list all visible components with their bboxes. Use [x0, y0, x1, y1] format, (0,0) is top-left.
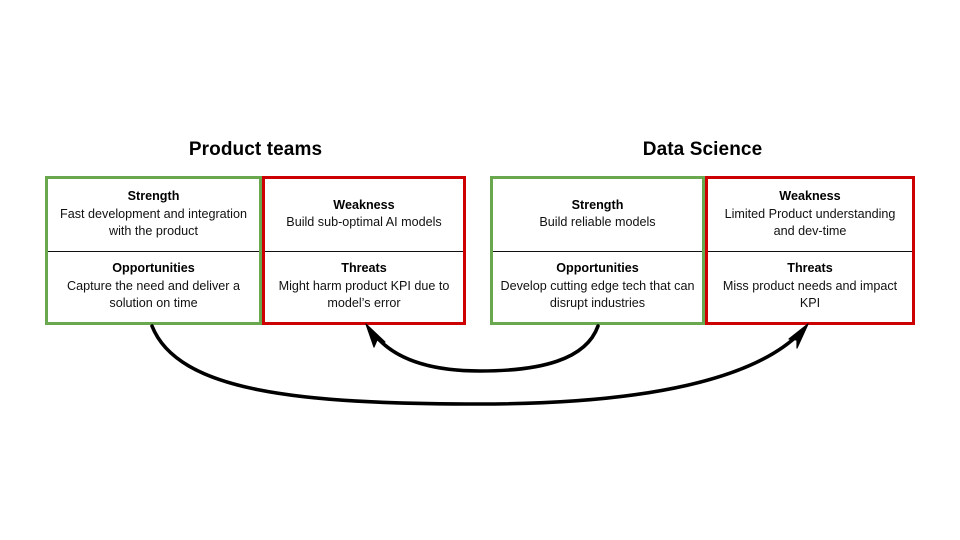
cell-heading: Opportunities [112, 261, 195, 275]
swot-cell-opportunities-datascience[interactable]: Opportunities Develop cutting edge tech … [493, 250, 702, 323]
cell-body: Capture the need and deliver a solution … [67, 278, 240, 311]
cell-heading: Weakness [333, 197, 395, 212]
cell-heading: Weakness [779, 189, 841, 203]
swot-cell-threats-product[interactable]: Threats Might harm product KPI due to mo… [265, 250, 463, 323]
swot-column-strengths-opportunities-product: Strength Fast development and integratio… [45, 176, 262, 325]
cell-body: Fast development and integration with th… [60, 206, 247, 239]
cell-heading: Threats [787, 261, 833, 275]
cell-body: Miss product needs and impact KPI [722, 278, 898, 311]
swot-column-weaknesses-threats-product: Weakness Build sub-optimal AI models Thr… [262, 176, 466, 325]
swot-column-strengths-opportunities-datascience: Strength Build reliable models Opportuni… [490, 176, 705, 325]
cell-heading: Threats [341, 261, 387, 275]
arrow-curve [372, 324, 600, 373]
arrowhead-icon [365, 323, 386, 348]
swot-cell-strength-datascience[interactable]: Strength Build reliable models [493, 179, 702, 251]
swot-cell-threats-datascience[interactable]: Threats Miss product needs and impact KP… [708, 250, 912, 323]
swot-cell-weakness-datascience[interactable]: Weakness Limited Product understanding a… [708, 179, 912, 251]
cell-body: Develop cutting edge tech that can disru… [500, 278, 695, 311]
swot-grid-product-teams: Strength Fast development and integratio… [45, 176, 466, 325]
swot-cell-weakness-product[interactable]: Weakness Build sub-optimal AI models [265, 179, 463, 251]
cell-heading: Strength [127, 189, 180, 203]
arrow-curve [150, 324, 802, 406]
swot-column-weaknesses-threats-datascience: Weakness Limited Product understanding a… [705, 176, 915, 325]
cell-body: Limited Product understanding and dev-ti… [724, 206, 896, 239]
group-title-data-science: Data Science [642, 139, 763, 160]
cell-body: Build sub-optimal AI models [286, 215, 442, 230]
arrow-product-opportunities-to-data-science-threats [150, 323, 809, 406]
swot-cell-opportunities-product[interactable]: Opportunities Capture the need and deliv… [48, 250, 259, 323]
swot-grid-data-science: Strength Build reliable models Opportuni… [490, 176, 915, 325]
swot-cell-strength-product[interactable]: Strength Fast development and integratio… [48, 179, 259, 251]
arrowhead-icon [788, 323, 809, 349]
cell-body: Might harm product KPI due to model’s er… [278, 278, 450, 311]
cell-heading: Strength [571, 197, 624, 212]
arrow-data-science-opportunities-to-product-threats [365, 323, 600, 373]
cell-body: Build reliable models [539, 215, 656, 230]
cell-heading: Opportunities [556, 261, 639, 275]
group-title-product-teams: Product teams [188, 139, 323, 160]
